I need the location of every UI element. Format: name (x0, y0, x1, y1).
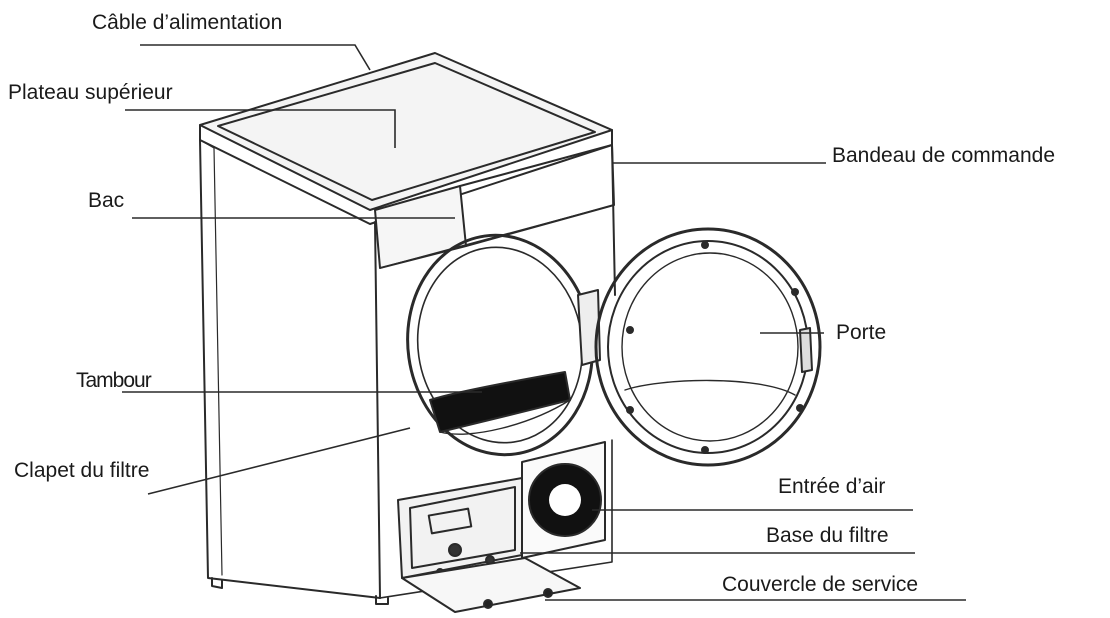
top-plate-shape (199, 52, 613, 225)
leader-power-cable (140, 44, 371, 71)
label-filter-base: Base du filtre (766, 524, 889, 547)
label-control-panel: Bandeau de commande (832, 144, 1055, 167)
leader-filter-flap (147, 427, 411, 495)
label-drum: Tambour (76, 369, 152, 392)
label-air-inlet: Entrée d’air (778, 475, 886, 498)
leader-top-plate (125, 109, 396, 148)
drum-opening-shape (406, 233, 594, 457)
service-cover-shape (401, 557, 581, 613)
drawer-shape (374, 144, 615, 269)
drum-interior-shape (429, 371, 571, 435)
label-filter-flap: Clapet du filtre (14, 459, 150, 482)
filter-compartment-shape (397, 477, 523, 579)
label-tank: Bac (88, 189, 125, 212)
door-hinge-shape (577, 289, 601, 366)
label-door: Porte (836, 321, 887, 344)
label-top-plate: Plateau supérieur (8, 81, 173, 104)
feet-shape (211, 577, 389, 605)
air-inlet-shape (521, 441, 606, 559)
label-power-cable: Câble d’alimentation (92, 11, 283, 34)
label-service-cover: Couvercle de service (722, 573, 919, 596)
door-shape (594, 227, 822, 467)
